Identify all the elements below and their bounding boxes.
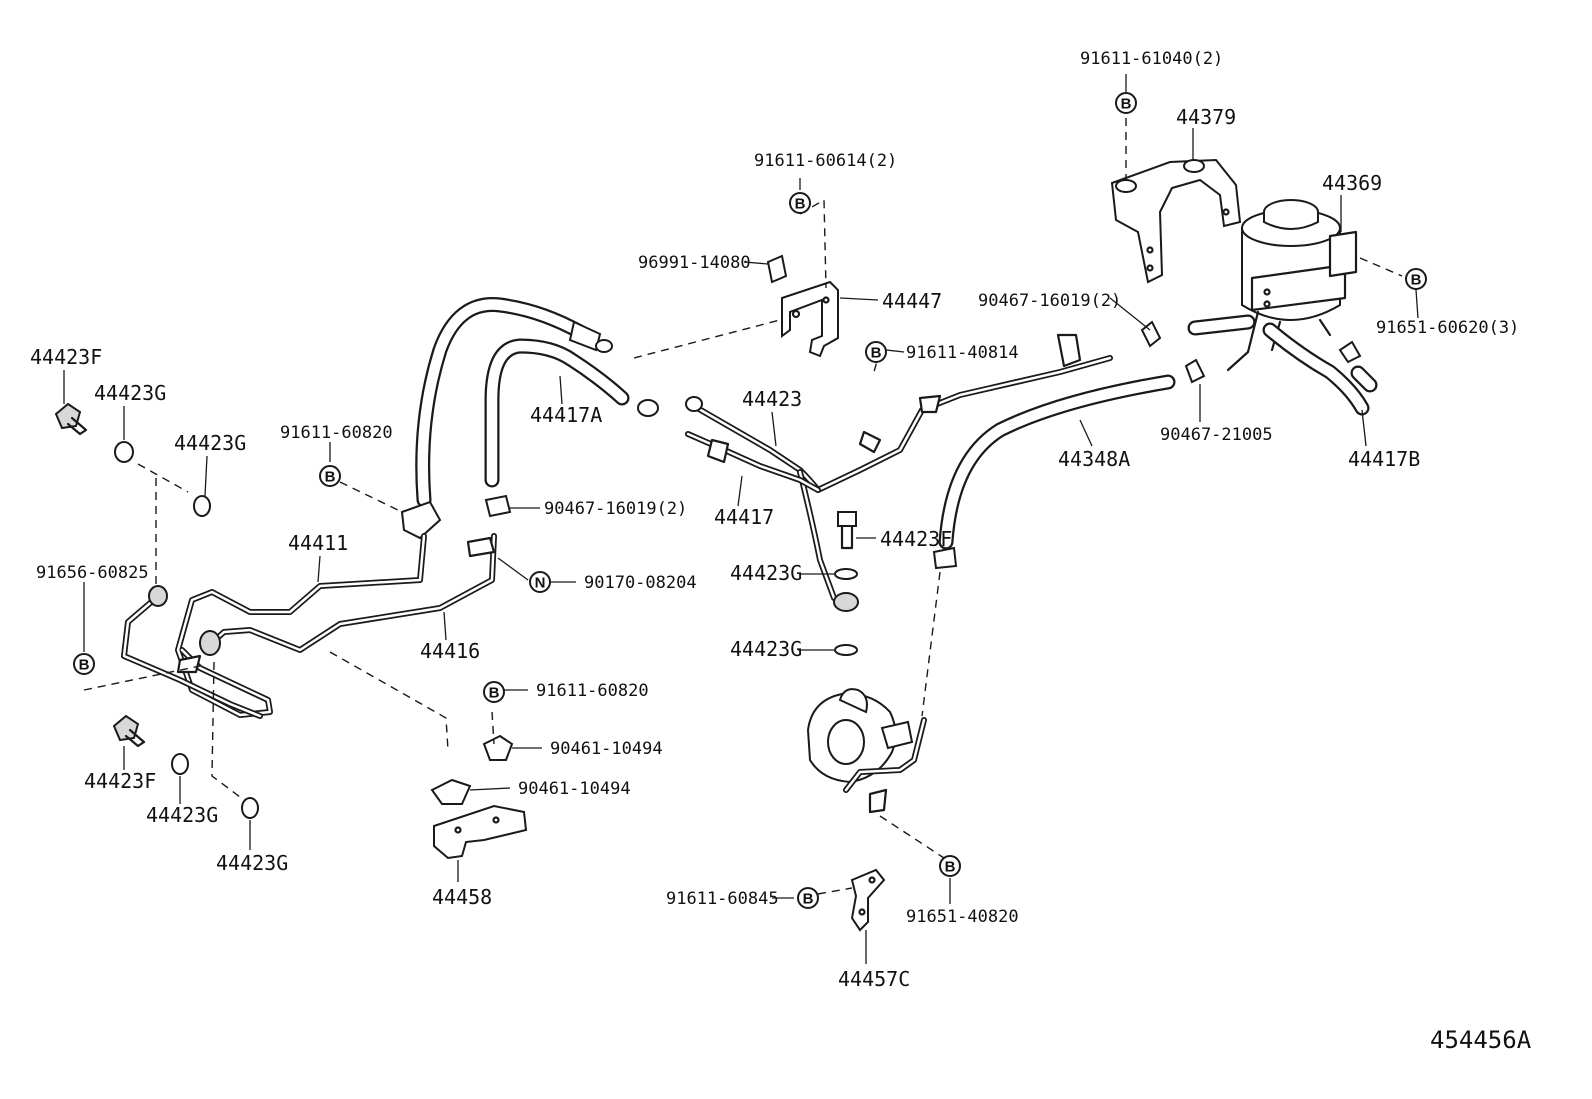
- svg-text:B: B: [325, 469, 336, 486]
- clamp-90461-10494-a: [482, 734, 514, 761]
- gasket-44423G-bl2: [241, 797, 259, 819]
- alignment-lines: [83, 118, 1403, 895]
- label-90467-21005: 90467-21005: [1160, 425, 1273, 445]
- label-44423G-mid2: 44423G: [730, 637, 802, 661]
- clamp-90467-21005: [1184, 358, 1206, 384]
- reservoir-44369: [1226, 199, 1358, 372]
- clamp-44417A: [637, 399, 659, 417]
- part-labels: 91611-61040(2) 44379 44369 91651-60620(3…: [30, 49, 1532, 1054]
- label-44423F-mid: 44423F: [880, 527, 952, 551]
- hose-44417B: [1262, 322, 1378, 416]
- bolt-44423F-tl: [54, 402, 88, 436]
- return-line-44417: [685, 431, 821, 493]
- label-44458: 44458: [432, 885, 492, 909]
- bolt-callout-91656-60825: B: [73, 653, 95, 675]
- gasket-44423G-mid2: [834, 644, 858, 656]
- callout-circles: B B B B B N B B B B: [73, 92, 1427, 909]
- nut-callout-90170-08204: N: [529, 571, 551, 593]
- svg-text:B: B: [803, 891, 814, 908]
- svg-text:B: B: [79, 657, 90, 674]
- label-44348A: 44348A: [1058, 447, 1130, 471]
- leader-lines: [63, 74, 1419, 964]
- label-44416: 44416: [420, 639, 480, 663]
- label-44457C: 44457C: [838, 967, 910, 991]
- hose-44417A: [484, 338, 630, 488]
- label-44423G-tl2: 44423G: [174, 431, 246, 455]
- label-44423: 44423: [742, 387, 802, 411]
- label-44411: 44411: [288, 531, 348, 555]
- label-44423F-bl: 44423F: [84, 769, 156, 793]
- gasket-44423G-bl1: [171, 753, 189, 775]
- clamp-44348A: [932, 546, 958, 570]
- label-91651-60620: 91651-60620(3): [1376, 318, 1519, 338]
- svg-text:B: B: [795, 196, 806, 213]
- label-44417: 44417: [714, 505, 774, 529]
- svg-text:B: B: [1411, 272, 1422, 289]
- bolt-callout-91611-60820-a: B: [319, 465, 341, 487]
- gasket-44423G-tl1: [114, 441, 134, 463]
- label-91611-60845: 91611-60845: [666, 889, 779, 909]
- label-90170-08204: 90170-08204: [584, 573, 697, 593]
- diagram-reference-id: 454456A: [1430, 1026, 1532, 1054]
- bolt-callout-91611-61040: B: [1115, 92, 1137, 114]
- clamp-44417B: [1338, 340, 1362, 364]
- label-91611-60820-a: 91611-60820: [280, 423, 393, 443]
- label-90461-10494-b: 90461-10494: [518, 779, 631, 799]
- label-44423G-mid1: 44423G: [730, 561, 802, 585]
- label-44447: 44447: [882, 289, 942, 313]
- bolt-callout-91611-60820-b: B: [483, 681, 505, 703]
- bracket-44457C: [850, 868, 886, 932]
- label-44417B: 44417B: [1348, 447, 1420, 471]
- label-44423F-tl: 44423F: [30, 345, 102, 369]
- clip-96991-14080: [766, 254, 788, 284]
- svg-text:N: N: [535, 575, 546, 592]
- bracket-44379: [1110, 158, 1242, 284]
- return-line-44416: [203, 533, 497, 653]
- label-90467-16019-mid: 90467-16019(2): [544, 499, 687, 519]
- line-91656-60825: [121, 585, 263, 719]
- bracket-44458: [433, 804, 528, 860]
- label-91611-60614: 91611-60614(2): [754, 151, 897, 171]
- label-90467-16019-top: 90467-16019(2): [978, 291, 1121, 311]
- svg-text:B: B: [945, 859, 956, 876]
- bolt-callout-91611-60614: B: [789, 192, 811, 214]
- label-96991-14080: 96991-14080: [638, 253, 751, 273]
- clamp-90461-10494-b: [430, 778, 472, 805]
- bolt-44423F-bl: [112, 714, 146, 748]
- label-90461-10494-a: 90461-10494: [550, 739, 663, 759]
- bolt-callout-91611-60845: B: [797, 887, 819, 909]
- power-steering-pump: [806, 688, 927, 814]
- svg-text:B: B: [489, 685, 500, 702]
- hose-main-upper: [415, 297, 613, 508]
- svg-text:B: B: [871, 345, 882, 362]
- label-91656-60825: 91656-60825: [36, 563, 149, 583]
- label-91611-60820-b: 91611-60820: [536, 681, 649, 701]
- label-44423G-bl1: 44423G: [146, 803, 218, 827]
- pressure-line-44411: [175, 500, 442, 718]
- label-91611-61040: 91611-61040(2): [1080, 49, 1223, 69]
- label-91651-40820: 91651-40820: [906, 907, 1019, 927]
- hose-short-reservoir: [1187, 314, 1256, 336]
- bolt-44423F-mid: [837, 511, 857, 550]
- bolt-callout-91611-40814: B: [865, 341, 887, 363]
- gasket-44423G-tl2: [193, 495, 211, 517]
- bolt-callout-91651-60620: B: [1405, 268, 1427, 290]
- label-44379: 44379: [1176, 105, 1236, 129]
- bracket-44447: [781, 280, 839, 358]
- bolt-callout-91651-40820: B: [939, 855, 961, 877]
- label-44423G-tl1: 44423G: [94, 381, 166, 405]
- svg-text:B: B: [1121, 96, 1132, 113]
- label-44423G-bl2: 44423G: [216, 851, 288, 875]
- clamp-90467-16019-mid: [484, 494, 512, 518]
- label-91611-40814: 91611-40814: [906, 343, 1019, 363]
- gasket-44423G-mid1: [834, 568, 858, 580]
- hose-44348A: [938, 374, 1176, 550]
- label-44417A: 44417A: [530, 403, 602, 427]
- label-44369: 44369: [1322, 171, 1382, 195]
